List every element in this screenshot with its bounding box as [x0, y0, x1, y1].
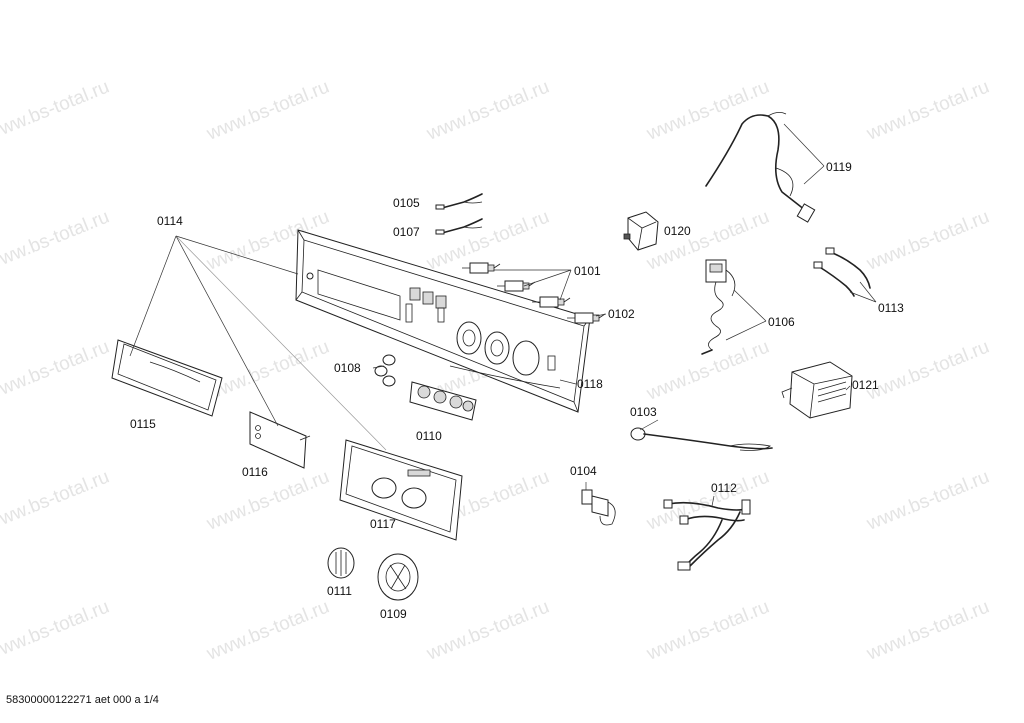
label-0111: 0111 — [327, 584, 352, 598]
label-0121: 0121 — [852, 378, 879, 392]
watermark-text: www.bs-total.ru — [863, 467, 992, 535]
part-0111-knob — [327, 547, 355, 579]
watermark-text: www.bs-total.ru — [203, 77, 332, 145]
part-0115-panel — [111, 339, 223, 417]
watermark-text: www.bs-total.ru — [0, 77, 112, 145]
label-0116: 0116 — [242, 465, 268, 479]
part-0101-switches — [462, 262, 571, 308]
label-0114: 0114 — [157, 214, 183, 228]
label-0117: 0117 — [370, 517, 396, 531]
watermark-text: www.bs-total.ru — [423, 597, 552, 665]
part-0118-control-panel — [295, 229, 591, 413]
part-0113-wires — [813, 247, 871, 297]
label-0115: 0115 — [130, 417, 156, 431]
watermark-text: www.bs-total.ru — [643, 77, 772, 145]
part-0116-cover — [249, 411, 311, 469]
watermark-text: www.bs-total.ru — [863, 337, 992, 405]
watermark-text: www.bs-total.ru — [423, 77, 552, 145]
label-0105: 0105 — [393, 196, 420, 210]
part-0104-connector — [581, 489, 616, 526]
label-0106: 0106 — [768, 315, 795, 329]
label-0108: 0108 — [334, 361, 361, 375]
watermark-text: www.bs-total.ru — [203, 337, 332, 405]
watermark-text: www.bs-total.ru — [0, 467, 112, 535]
part-0102-switch — [567, 312, 606, 324]
part-0110-button-block — [409, 381, 477, 421]
watermark-text: www.bs-total.ru — [863, 207, 992, 275]
part-0120-switch — [623, 211, 659, 251]
part-0119-cable — [705, 112, 816, 223]
watermark-text: www.bs-total.ru — [203, 597, 332, 665]
watermark-text: www.bs-total.ru — [863, 77, 992, 145]
watermark-text: www.bs-total.ru — [643, 337, 772, 405]
watermark-text: www.bs-total.ru — [0, 597, 112, 665]
part-0103-sensor — [630, 427, 773, 451]
leader-lines — [129, 123, 877, 507]
part-0107-wire — [435, 218, 483, 235]
label-0113: 0113 — [878, 301, 904, 315]
label-0104: 0104 — [570, 464, 597, 478]
part-0105-wire — [435, 193, 483, 210]
watermark-text: www.bs-total.ru — [0, 337, 112, 405]
part-0112-wiring-harness — [663, 499, 751, 571]
label-0102: 0102 — [608, 307, 635, 321]
label-0112: 0112 — [711, 481, 737, 495]
part-0117-panel — [339, 439, 463, 541]
part-0121-timer — [781, 361, 853, 419]
part-0106-pressure-switch — [701, 259, 736, 355]
part-0108-buttons — [374, 354, 396, 387]
part-0109-knob — [377, 553, 419, 601]
label-0118: 0118 — [577, 377, 603, 391]
label-0119: 0119 — [826, 160, 852, 174]
label-0103: 0103 — [630, 405, 657, 419]
label-0101: 0101 — [574, 264, 601, 278]
watermark-text: www.bs-total.ru — [643, 597, 772, 665]
watermark-text: www.bs-total.ru — [643, 467, 772, 535]
watermark-text: www.bs-total.ru — [0, 207, 112, 275]
label-0109: 0109 — [380, 607, 407, 621]
watermark-text: www.bs-total.ru — [863, 597, 992, 665]
label-0110: 0110 — [416, 429, 442, 443]
drawing-number: 58300000122271 aet 000 a 1/4 — [6, 694, 159, 706]
label-0120: 0120 — [664, 224, 691, 238]
label-0107: 0107 — [393, 225, 420, 239]
part-labels: 0105 0107 0114 0101 0102 0120 0119 0106 … — [130, 160, 904, 621]
